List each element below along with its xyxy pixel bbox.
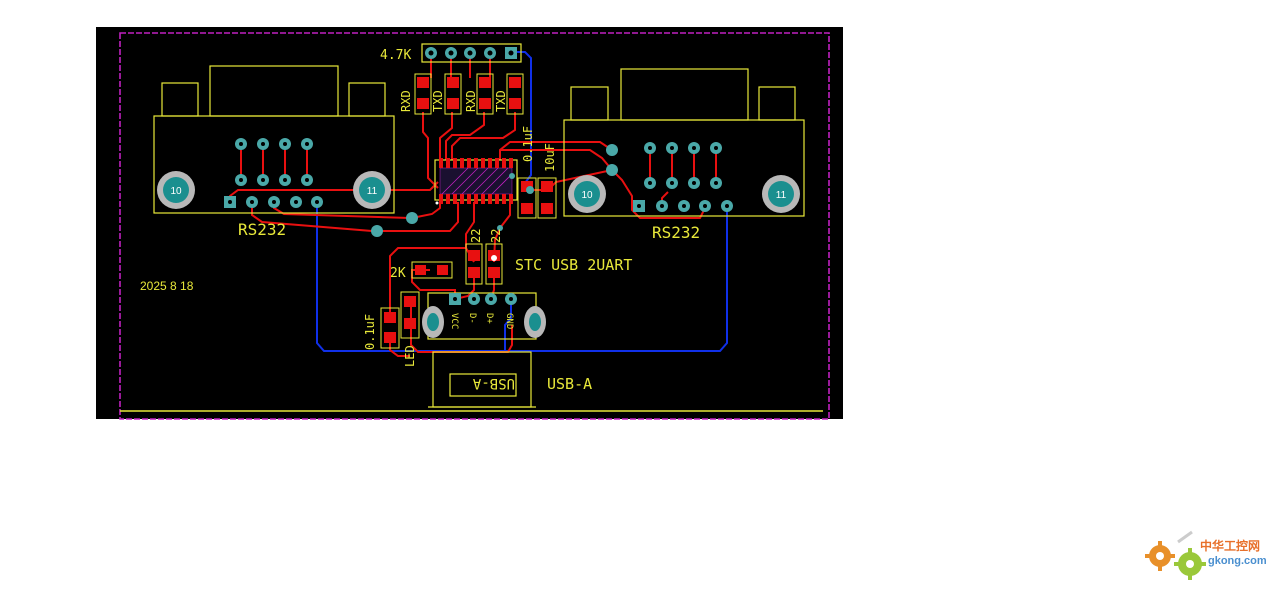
usb-body-label: USB-A	[472, 375, 515, 391]
cap-01uf-bottom-label: 0.1uF	[363, 314, 377, 350]
res-22a-label: 22	[469, 229, 483, 243]
db9-connector-right	[563, 68, 805, 217]
cap-10uf-label: 10uF	[543, 143, 557, 172]
txd-label-2: TXD	[494, 90, 508, 112]
txd-label-1: TXD	[431, 90, 445, 112]
usb-uart-ic	[434, 158, 518, 205]
resistor-array-pads	[421, 43, 522, 63]
rxd-label-2: RXD	[464, 90, 478, 112]
board-outline	[119, 32, 830, 420]
db9-right-mount-label-2: 11	[776, 190, 787, 201]
res-22b-label: 22	[489, 229, 503, 243]
usb-dplus-label: D+	[484, 313, 494, 324]
date-label: 2025 8 18	[140, 279, 194, 293]
led-label: LED	[403, 345, 417, 367]
rxd-label-1: RXD	[399, 90, 413, 112]
decoupling-capacitors	[517, 177, 557, 219]
bottom-cap-and-led	[380, 291, 420, 349]
resistor-array-label: 4.7K	[380, 48, 411, 63]
rs232-left-label: RS232	[238, 220, 286, 239]
db9-right-mount-label-1: 10	[581, 190, 593, 201]
watermark-text-en: gkong.com	[1208, 555, 1267, 567]
rs232-right-label: RS232	[652, 223, 700, 242]
res-2k-label: 2K	[390, 266, 406, 281]
gkong-watermark-logo: 中华工控网 gkong.com	[1145, 530, 1267, 580]
usb-vcc-label: VCC	[449, 313, 459, 329]
db9-connector-left	[153, 65, 395, 214]
board-title: STC USB 2UART	[515, 256, 632, 274]
db9-left-mount-label-2: 11	[367, 186, 378, 197]
cap-01uf-top-label: 0.1uF	[521, 126, 535, 162]
gear-icon	[1145, 530, 1206, 580]
top-copper-traces	[229, 53, 717, 357]
resistor-2k	[411, 261, 453, 279]
usb-a-connector	[422, 292, 546, 408]
series-resistors-22	[465, 243, 503, 285]
vias	[371, 144, 618, 237]
usb-gnd-label: GND	[504, 313, 514, 329]
board-background	[96, 27, 843, 419]
watermark-text-cn: 中华工控网	[1200, 538, 1260, 553]
usb-a-label: USB-A	[547, 375, 592, 393]
usb-dminus-label: D-	[467, 313, 477, 324]
db9-left-mount-label-1: 10	[170, 186, 182, 197]
rxd-txd-led-pads	[414, 73, 524, 115]
